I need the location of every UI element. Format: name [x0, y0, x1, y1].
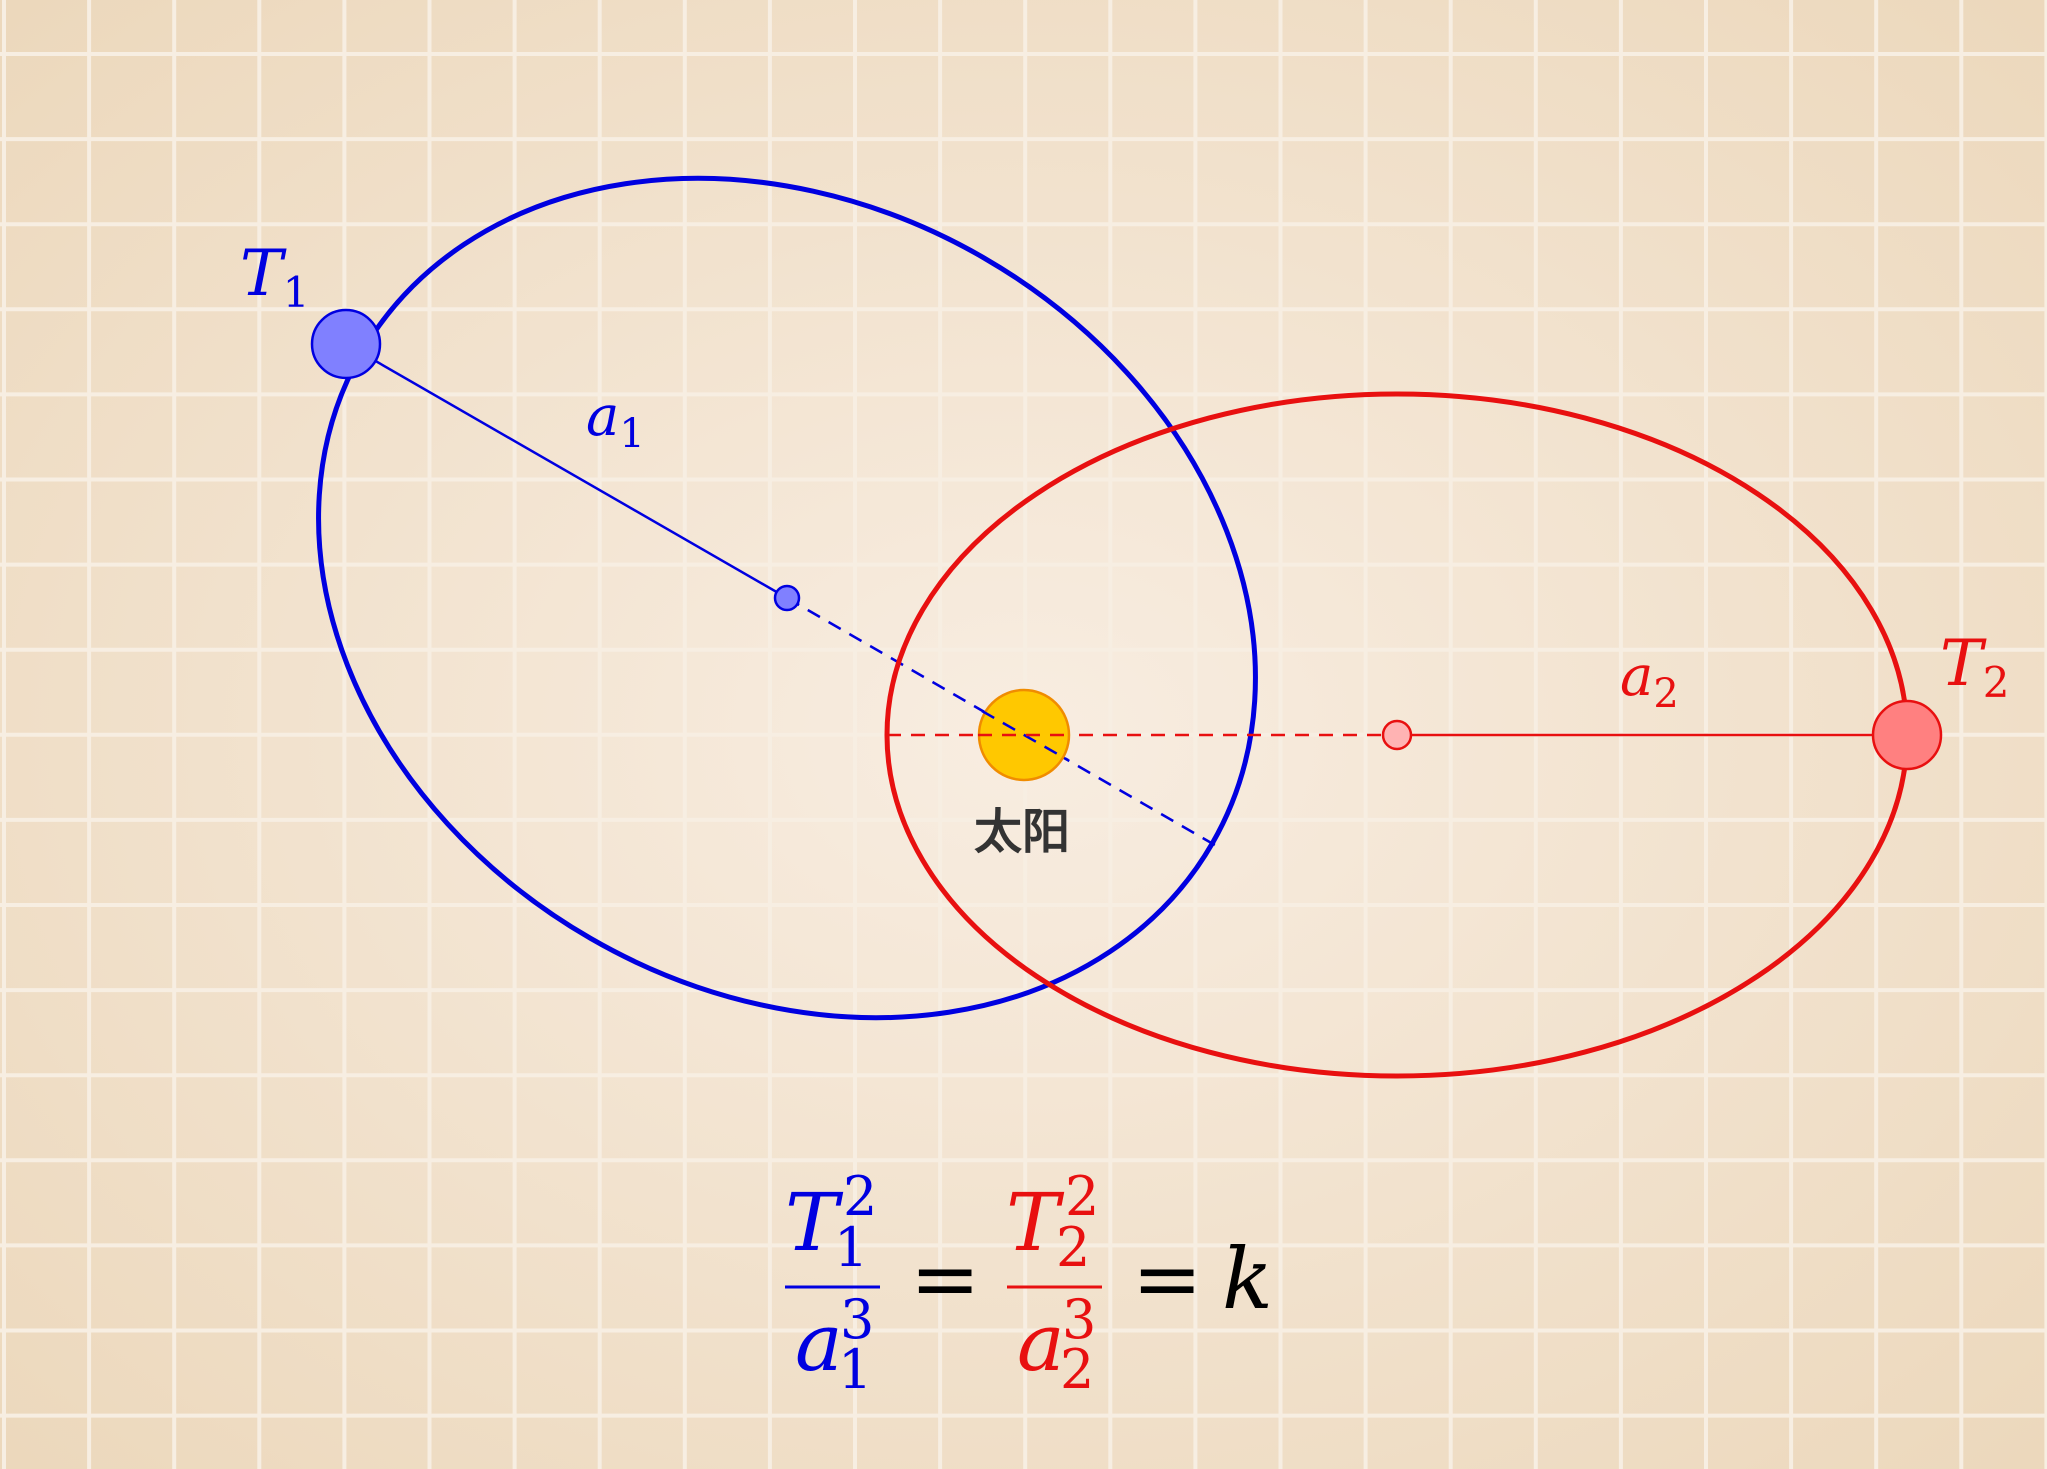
formula-equals-2: =	[1132, 1230, 1202, 1328]
formula-numerator-1: T	[785, 1176, 844, 1269]
formula-fraction-2: T 2 2 a 3 2	[1006, 1165, 1102, 1401]
formula-numerator-2: T	[1006, 1176, 1065, 1269]
formula-fraction-1: T 2 1 a 3 1	[785, 1165, 880, 1401]
orbit-1-center-dot	[773, 584, 801, 612]
orbit-1-axis-label: a1	[586, 384, 645, 457]
planet-1-period-label: T1	[240, 237, 309, 317]
orbit-1	[310, 175, 1258, 1021]
planet-2	[1871, 699, 1943, 771]
orbit-1-focal-line-over-sun	[981, 709, 1069, 762]
planet-1	[310, 308, 382, 380]
formula-numerator-2-subscript: 2	[1056, 1216, 1090, 1279]
planet-2-period-label: T2	[1940, 627, 2009, 707]
orbit-2-axis-label: a2	[1620, 644, 1679, 717]
formula-denominator-1-subscript: 1	[838, 1338, 872, 1401]
kepler-formula: T 2 1 a 3 1 = T 2 2 a 3 2 = k	[785, 1165, 1273, 1401]
formula-numerator-2-exponent: 2	[1065, 1165, 1099, 1228]
sun-label: 太阳	[974, 804, 1070, 860]
formula-equals-1: =	[910, 1230, 980, 1328]
formula-constant: k	[1222, 1230, 1273, 1328]
formula-denominator-2: a	[1017, 1296, 1065, 1389]
orbit-2	[884, 391, 1943, 1079]
formula-denominator-2-exponent: 3	[1062, 1288, 1096, 1351]
formula-denominator-1-exponent: 3	[840, 1288, 874, 1351]
formula-denominator-2-subscript: 2	[1060, 1338, 1094, 1401]
orbit-1-semi-major-axis	[345, 342, 788, 600]
formula-numerator-1-subscript: 1	[834, 1216, 868, 1279]
formula-denominator-1: a	[795, 1296, 843, 1389]
formula-numerator-1-exponent: 2	[843, 1165, 877, 1228]
orbit-2-center-dot	[1381, 719, 1413, 751]
